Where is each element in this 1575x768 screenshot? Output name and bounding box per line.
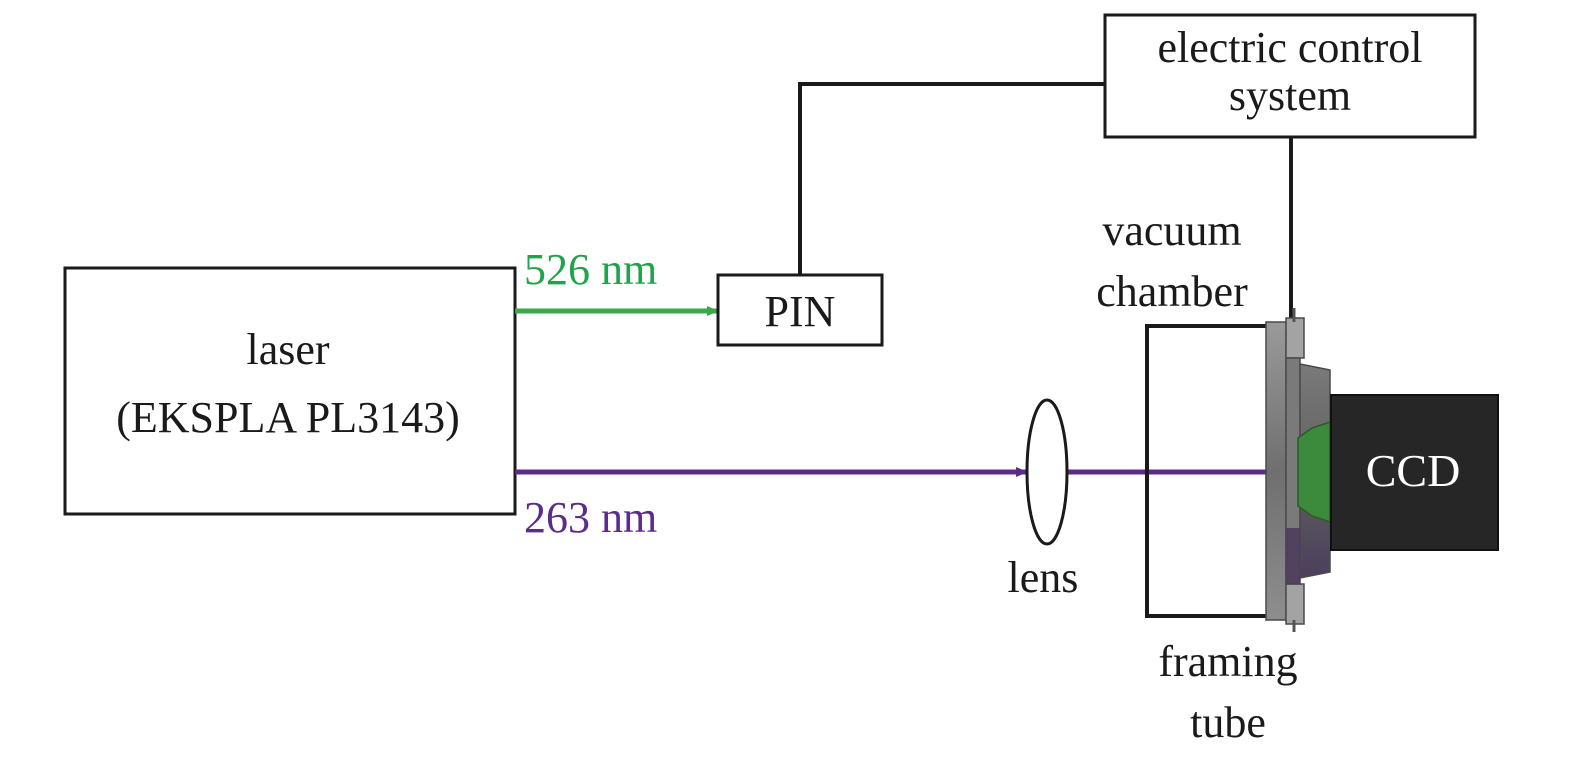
green-beam: 526 nm [515, 245, 719, 316]
control-system-box [1103, 13, 1477, 139]
lens-label: lens [1008, 553, 1079, 602]
green-beam-label: 526 nm [524, 245, 657, 294]
vacuum-chamber-outline [1145, 324, 1270, 618]
pin-label: PIN [765, 287, 836, 336]
vacuum-chamber-label-line1: vacuum [1102, 206, 1241, 255]
pin-control-wire [798, 82, 1107, 275]
pin-box [716, 273, 884, 347]
laser-model-label: (EKSPLA PL3143) [116, 393, 459, 442]
control-system-label-line2: system [1229, 71, 1351, 120]
control-system-label-line1: electric control [1157, 23, 1422, 72]
purple-beam: 263 nm [515, 467, 1293, 542]
framing-tube-label-line2: tube [1190, 698, 1266, 747]
vacuum-chamber: vacuum chamber [1096, 206, 1270, 618]
ccd-label: CCD [1366, 445, 1461, 496]
lens: lens [1008, 398, 1079, 602]
laser-label: laser [246, 325, 329, 374]
framing-tube-label-line1: framing [1158, 637, 1297, 686]
tube-outer-flange [1265, 321, 1287, 621]
tube-top-clamp [1285, 317, 1305, 359]
vacuum-chamber-label-line2: chamber [1096, 267, 1248, 316]
purple-beam-label: 263 nm [524, 493, 657, 542]
laser-unit: laser (EKSPLA PL3143) [63, 266, 517, 516]
laser-box [63, 266, 517, 516]
pin-detector: PIN [716, 273, 884, 347]
tube-phosphor-green [1297, 420, 1331, 524]
ccd-box [1330, 394, 1499, 551]
lens-icon [1025, 398, 1069, 546]
electric-control-system: electric control system [1103, 13, 1477, 139]
ccd-camera: CCD [1330, 394, 1499, 551]
tube-bottom-clamp [1285, 583, 1305, 625]
tube-window-purple [1286, 528, 1300, 584]
framing-tube: framing tube [1158, 308, 1331, 747]
